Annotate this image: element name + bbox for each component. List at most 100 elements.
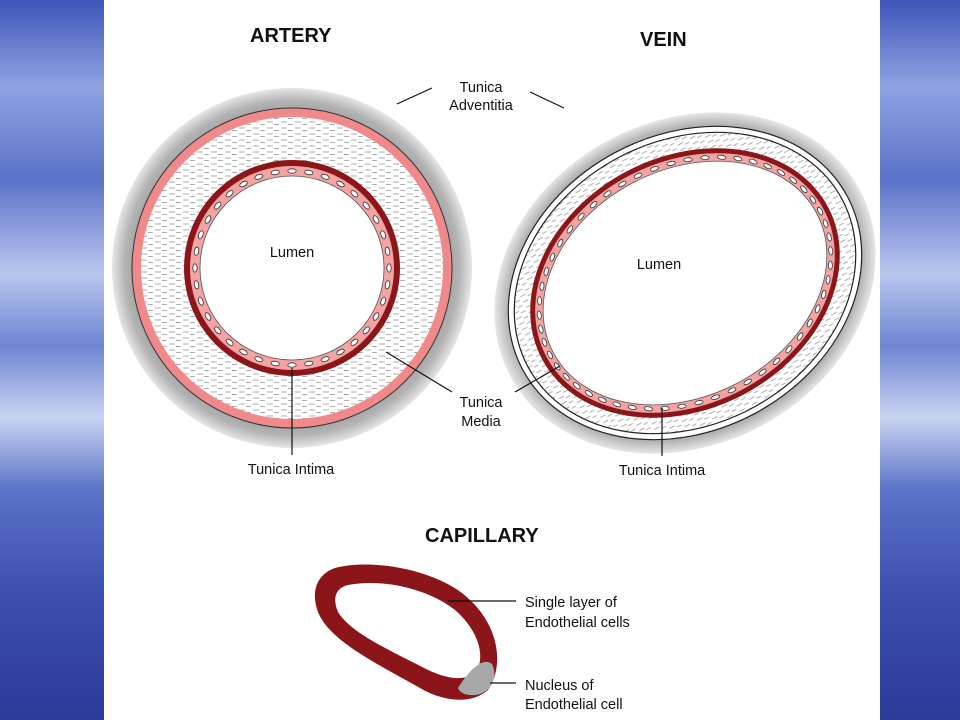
endothelial-cell (204, 215, 212, 224)
endothelial-cell (197, 296, 204, 306)
endothelial-cell (828, 246, 834, 256)
endothelial-cell (660, 405, 670, 411)
nucleus-label-line2: Endothelial cell (525, 697, 623, 713)
nucleus-label-line1: Nucleus of (525, 678, 594, 694)
endothelial-cell (254, 173, 264, 180)
leader-lines (291, 87, 663, 684)
endothelial-cell (543, 267, 549, 277)
endothelial-cell (362, 326, 370, 335)
endothelial-cell (562, 372, 570, 381)
endothelial-cell (603, 190, 612, 198)
endothelial-cell (694, 400, 704, 406)
vein-heading: VEIN (640, 29, 687, 51)
endothelial-label-line1: Single layer of (525, 595, 618, 611)
endothelial-cell (577, 212, 585, 221)
endothelial-cell (193, 280, 200, 290)
endothelial-cell (711, 394, 721, 400)
endothelial-cell (826, 232, 832, 242)
endothelial-cell (320, 356, 330, 363)
endothelial-cell (733, 155, 743, 162)
endothelial-cell (777, 169, 786, 176)
endothelial-cell (204, 312, 212, 321)
endothelial-cell (214, 201, 222, 210)
endothelial-cell (748, 158, 758, 165)
endothelial-cell (538, 324, 544, 334)
media-leader-artery (385, 351, 453, 393)
artery-heading: ARTERY (250, 25, 332, 47)
endothelial-cell (380, 296, 387, 306)
endothelial-cell (763, 163, 772, 170)
endothelial-cell (386, 263, 392, 273)
endothelial-cell (546, 350, 553, 360)
endothelial-cell (239, 180, 248, 188)
endothelial-cell (649, 166, 659, 172)
media-leader-vein (514, 365, 561, 393)
endothelial-cell (362, 201, 370, 210)
right-background-strip (880, 0, 960, 720)
vein-endothelial-cells (536, 154, 834, 412)
endothelial-cell (822, 219, 829, 229)
endothelial-cell (825, 275, 831, 285)
endothelial-cell (557, 238, 564, 248)
endothelial-cell (350, 338, 359, 346)
endothelial-cell (666, 160, 676, 166)
tunica-media-label-line1: Tunica (460, 395, 504, 411)
capillary-heading: CAPILLARY (425, 525, 539, 547)
endothelial-cell (743, 378, 752, 386)
adventitia-leader-vein (529, 91, 565, 109)
endothelial-cell (380, 230, 387, 240)
endothelial-cell (536, 310, 542, 320)
endothelial-cell (350, 190, 359, 198)
endothelial-cell (683, 157, 693, 163)
endothelial-cell (197, 230, 204, 240)
endothelial-cell (225, 338, 234, 346)
endothelial-cell (796, 332, 804, 341)
left-background-strip (0, 0, 104, 720)
endothelial-cell (821, 289, 827, 299)
tunica-adventitia-label-line1: Tunica (460, 80, 504, 96)
tunica-adventitia-label-line2: Adventitia (449, 98, 514, 114)
endothelial-cell (193, 246, 200, 256)
endothelial-cell (336, 348, 345, 356)
endothelial-cell (700, 155, 710, 161)
endothelial-cell (270, 360, 280, 367)
artery-cross-section (112, 88, 472, 448)
endothelial-cell (192, 263, 198, 273)
endothelial-cell (827, 260, 833, 270)
endothelial-cell (785, 345, 793, 354)
endothelial-cell (573, 382, 581, 390)
endothelial-cell (287, 168, 297, 174)
endothelial-cell (254, 356, 264, 363)
adventitia-leader-artery (396, 87, 433, 105)
capillary-lumen (335, 582, 481, 679)
artery-lumen-label: Lumen (270, 245, 314, 261)
endothelial-cell (384, 246, 391, 256)
endothelial-cell (758, 368, 767, 376)
endothelial-cell (772, 357, 781, 366)
vein-lumen (542, 160, 828, 406)
capillary-cross-section (314, 564, 498, 700)
endothelial-cell (677, 403, 687, 409)
endothelial-cell (817, 206, 824, 216)
endothelial-cell (612, 401, 622, 408)
endothelial-cell (384, 280, 391, 290)
endothelial-cell (809, 195, 817, 204)
endothelial-cell (553, 362, 561, 371)
vein-cross-section (494, 112, 876, 454)
endothelial-cell (618, 180, 627, 188)
endothelial-cell (239, 348, 248, 356)
endothelial-cell (589, 200, 598, 209)
endothelial-cell (320, 173, 330, 180)
endothelial-cell (214, 326, 222, 335)
endothelial-cell (717, 154, 727, 160)
endothelial-nucleus (458, 661, 495, 696)
endothelial-cell (304, 360, 314, 367)
endothelial-cell (598, 396, 607, 403)
endothelial-cell (643, 406, 653, 412)
endothelial-cell (541, 337, 548, 347)
endothelial-cell (539, 281, 545, 291)
endothelial-cell (814, 304, 821, 314)
endothelial-cell (800, 185, 808, 194)
artery-lumen (199, 175, 385, 361)
